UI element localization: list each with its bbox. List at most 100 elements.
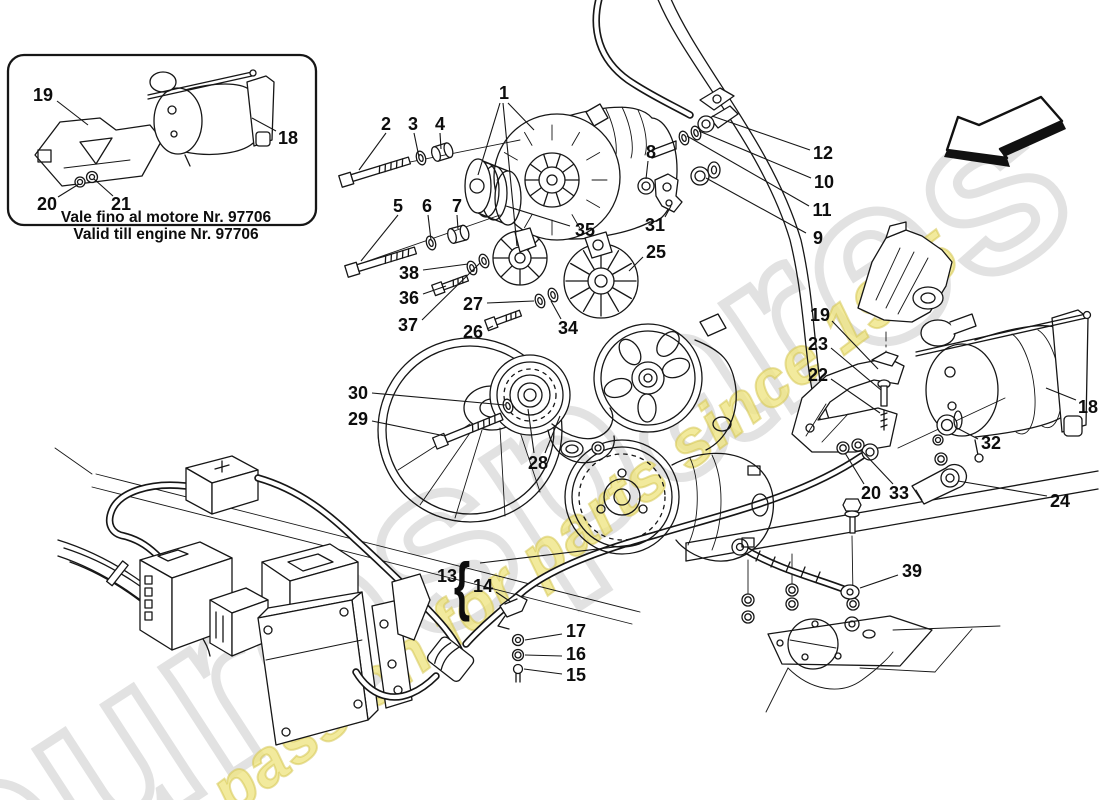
callout-4: 4 <box>435 114 445 134</box>
cable-ring-terminal <box>697 87 739 133</box>
callout-38: 38 <box>399 263 419 283</box>
leader-line-9 <box>705 177 807 234</box>
callout-3: 3 <box>408 114 418 134</box>
leader-line-25 <box>628 256 644 272</box>
leader-line-10 <box>698 130 812 179</box>
callout-28: 28 <box>528 453 548 473</box>
callout-6: 6 <box>422 196 432 216</box>
leader-line-16 <box>524 654 563 657</box>
leader-line-1 <box>502 102 518 247</box>
leader-line-29 <box>371 420 446 437</box>
leader-line-19 <box>831 320 879 370</box>
callout-11: 11 <box>812 200 831 220</box>
callout-26: 26 <box>463 322 483 342</box>
leader-line-6 <box>427 214 432 241</box>
leader-line-12 <box>711 115 811 151</box>
leader-line-34 <box>550 300 562 320</box>
callout-23: 23 <box>808 334 828 354</box>
leader-line-5 <box>360 214 399 262</box>
leader-line-32 <box>956 427 979 440</box>
bracket-brace-13: { <box>454 549 470 623</box>
leader-line-8 <box>645 160 649 180</box>
alternator-pulley <box>464 158 522 226</box>
inset-starter-motor <box>147 69 275 167</box>
leader-line-39 <box>859 574 899 589</box>
callout-17: 17 <box>566 621 586 641</box>
leader-line-17 <box>524 633 563 641</box>
power-steering-pump <box>593 313 737 451</box>
leader-line-7 <box>456 214 459 230</box>
callout-7: 7 <box>452 196 462 216</box>
leader-line-20 <box>844 452 865 485</box>
callout-16: 16 <box>566 644 586 664</box>
callout-24: 24 <box>1050 491 1070 511</box>
inset-note-italian: Vale fino al motore Nr. 97706 <box>61 209 272 226</box>
leader-line-14 <box>495 591 512 603</box>
direction-arrow <box>944 95 1066 167</box>
callout-31: 31 <box>645 215 665 235</box>
leader-line-27 <box>486 300 535 304</box>
callout-29: 29 <box>348 409 368 429</box>
alternator <box>493 103 704 259</box>
callout-34: 34 <box>558 318 578 338</box>
idler-pulley-large <box>563 243 639 319</box>
leader-line-38 <box>422 263 469 271</box>
plus-symbol <box>214 460 230 473</box>
ecu-box <box>257 591 379 746</box>
leader-line-26 <box>486 325 494 330</box>
starter-motor <box>897 309 1092 505</box>
small-bracket <box>654 173 683 213</box>
leader-line-37 <box>421 262 481 321</box>
leader-line-18 <box>251 117 277 132</box>
callout-14: 14 <box>473 576 493 596</box>
chassis-plate <box>765 615 1001 713</box>
leader-line-1 <box>477 102 501 176</box>
callout-27: 27 <box>463 294 483 314</box>
callout-2: 2 <box>381 114 391 134</box>
leader-line-4 <box>439 132 442 150</box>
leader-line-33 <box>860 449 894 485</box>
leader-line-31 <box>664 205 672 218</box>
belt-tensioner <box>489 354 615 464</box>
leader-line-35 <box>505 205 571 227</box>
callout-33: 33 <box>889 483 909 503</box>
battery-cable-run <box>352 452 866 701</box>
relay-small <box>209 587 269 657</box>
leader-line-21 <box>93 178 114 197</box>
leader-line-15 <box>523 668 563 675</box>
callout-39: 39 <box>902 561 922 581</box>
inset-note-english: Valid till engine Nr. 97706 <box>73 226 259 243</box>
leader-line-2 <box>358 132 387 171</box>
callout-22: 22 <box>808 365 828 385</box>
leader-line-20 <box>57 183 80 198</box>
clevis-24 <box>911 463 968 505</box>
starter-bracket <box>791 351 948 466</box>
callout-30: 30 <box>348 383 368 403</box>
leader-line-23 <box>830 347 882 391</box>
ac-compressor <box>564 439 774 562</box>
callout-37: 37 <box>398 315 418 335</box>
callout-35: 35 <box>575 220 595 240</box>
callout-25: 25 <box>646 242 666 262</box>
callout-19: 19 <box>33 85 53 105</box>
callout-20: 20 <box>37 194 57 214</box>
cable-boot <box>426 636 475 682</box>
rubber-mount <box>690 161 721 186</box>
inset-starter-assembly: Vale fino al motore Nr. 97706 Valid till… <box>6 53 318 243</box>
callout-12: 12 <box>813 143 833 163</box>
callout-10: 10 <box>814 172 834 192</box>
leader-line-28 <box>527 408 535 454</box>
clamp-hardware <box>511 633 525 683</box>
leader-line-36 <box>422 285 447 295</box>
leader-line-1 <box>507 102 535 131</box>
leader-line-18 <box>1045 387 1077 401</box>
spacer-32 <box>936 410 963 436</box>
leader-line-22 <box>830 378 881 414</box>
battery-junction-box <box>105 455 466 660</box>
callout-5: 5 <box>393 196 403 216</box>
leader-line-30 <box>371 392 506 406</box>
callout-18: 18 <box>1078 397 1098 417</box>
